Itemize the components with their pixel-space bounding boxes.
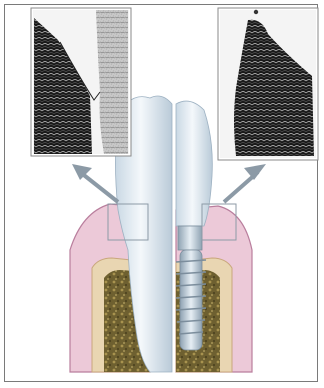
arrow-up-right-icon <box>224 164 266 202</box>
micrograph-left-panel <box>31 8 131 156</box>
implant-screw <box>176 250 206 350</box>
micrograph-right-panel <box>218 8 318 160</box>
arrow-up-left-icon <box>72 164 118 202</box>
micrograph-right-marker <box>254 10 258 14</box>
abutment <box>178 226 202 250</box>
implant-crown <box>176 101 212 226</box>
